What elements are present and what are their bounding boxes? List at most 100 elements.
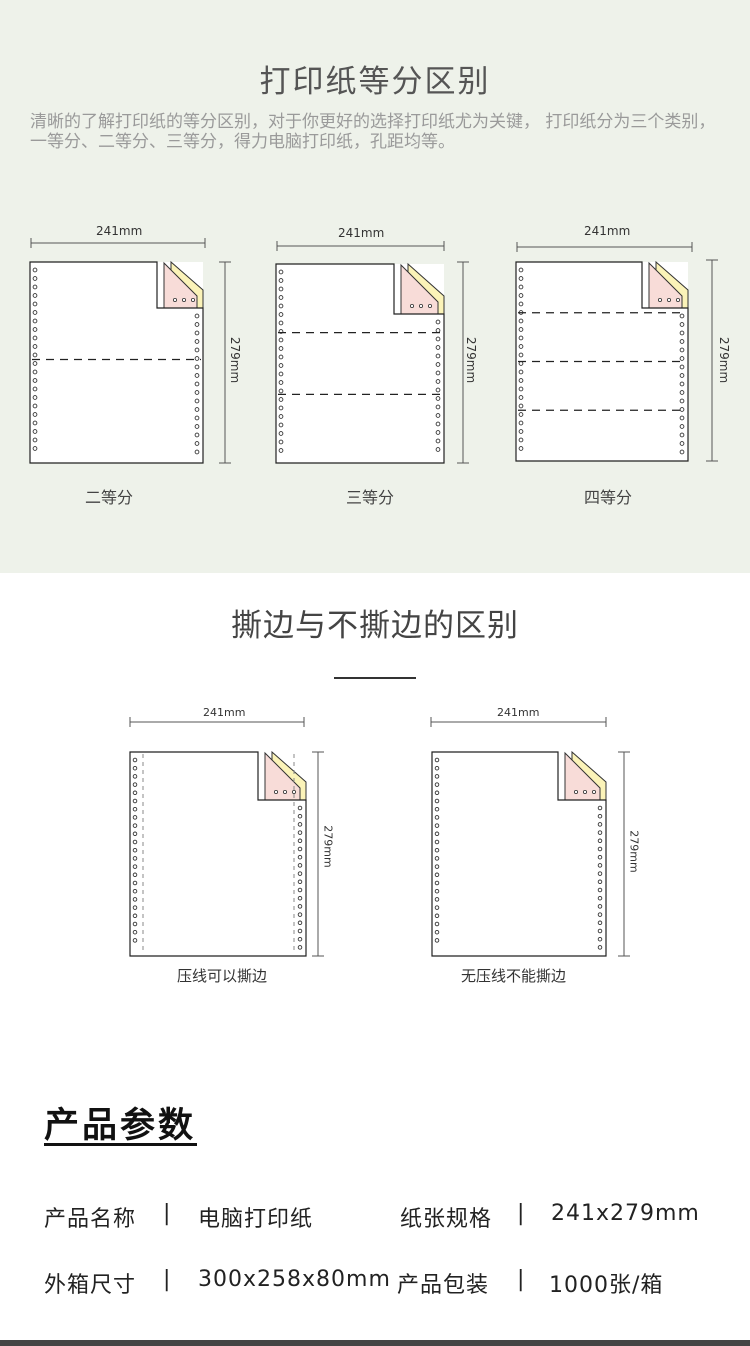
corner-hole [676,297,681,302]
sprocket-hole [297,805,303,811]
sprocket-hole [32,352,38,358]
height-label-4: 279mm [321,825,335,868]
sprocket-hole [32,335,38,341]
section-title-division: 打印纸等分区别 [259,64,491,100]
sprocket-hole [278,346,284,351]
section-title-tear-edge: 撕边与不撕边的区别 [231,608,519,644]
sprocket-hole [435,404,441,410]
sprocket-hole [518,335,524,341]
sprocket-hole [597,912,603,917]
sprocket-hole [194,322,200,327]
width-label-4: 241mm [203,706,246,719]
corner-hole [583,790,588,795]
params-title: 产品参数 [44,1106,197,1146]
sprocket-hole [518,293,524,298]
sprocket-hole [32,446,38,451]
sprocket-hole [297,822,303,827]
param-label-pack: 产品包装 [397,1273,490,1298]
sprocket-hole [435,353,441,359]
sprocket-hole [194,441,200,446]
sprocket-hole [194,364,200,370]
sprocket-hole [297,887,303,893]
corner-hole [418,303,423,308]
sprocket-hole [132,782,138,787]
sprocket-hole [434,888,440,894]
corner-hole [667,297,672,302]
param-sep: | [517,1201,526,1226]
sprocket-hole [518,361,524,366]
sprocket-hole [132,897,138,902]
sprocket-hole [32,267,38,273]
sprocket-hole [132,839,138,845]
sprocket-hole [194,415,200,421]
sprocket-hole [278,380,284,385]
sprocket-hole [679,432,685,438]
sprocket-hole [297,854,303,860]
sprocket-hole [434,806,440,812]
sprocket-hole [132,823,138,828]
sprocket-hole [278,363,284,368]
sprocket-hole [297,945,303,950]
sprocket-hole [278,439,284,445]
sprocket-hole [434,913,440,919]
sprocket-hole [597,846,603,852]
height-label-1: 279mm [228,336,243,384]
sprocket-hole [434,757,440,763]
bottom-bar [0,1340,750,1346]
corner-hole [574,790,579,795]
sprocket-hole [679,330,685,336]
sprocket-hole [32,276,38,281]
sprocket-hole [679,424,685,429]
sprocket-hole [434,823,440,828]
sprocket-hole [518,267,524,273]
sprocket-hole [679,398,685,404]
sprocket-hole [278,388,284,394]
sprocket-hole [518,284,524,290]
sprocket-hole [597,928,603,934]
sprocket-hole [297,879,303,885]
sprocket-hole [278,278,284,283]
sprocket-hole [194,313,200,319]
sprocket-hole [518,276,524,281]
sprocket-hole [597,920,603,926]
sprocket-hole [194,449,200,455]
sprocket-hole [434,880,440,886]
sprocket-hole [434,782,440,787]
corner-hole [172,297,177,302]
sprocket-hole [434,774,440,779]
sprocket-hole [297,846,303,852]
sprocket-hole [435,362,441,367]
param-value-name: 电脑打印纸 [198,1207,314,1232]
sprocket-hole [679,381,685,387]
param-label-spec: 纸张规格 [400,1207,493,1232]
sprocket-hole [132,929,138,935]
sprocket-hole [278,405,284,411]
sprocket-hole [297,928,303,934]
sprocket-hole [518,378,524,383]
sprocket-hole [132,938,138,943]
sprocket-hole [679,322,685,327]
width-label-5: 241mm [497,706,540,719]
caption-tearable: 压线可以撕边 [177,967,268,985]
sprocket-hole [597,863,603,868]
param-value-pack: 1000张/箱 [549,1273,664,1298]
sprocket-hole [278,371,284,377]
corner-hole [273,790,278,795]
sprocket-hole [434,872,440,878]
title-underline [334,677,416,679]
caption-not-tearable: 无压线不能撕边 [461,967,567,985]
sprocket-hole [518,446,524,451]
sprocket-hole [435,328,441,333]
sprocket-hole [679,356,685,361]
sprocket-hole [518,420,524,426]
sprocket-hole [297,912,303,917]
height-label-3: 279mm [717,336,732,384]
sprocket-hole [679,347,685,353]
sprocket-hole [597,830,603,835]
sprocket-hole [194,407,200,412]
sprocket-hole [278,320,284,326]
sprocket-hole [297,863,303,868]
paper-sheet [29,261,204,464]
sprocket-hole [194,381,200,387]
sprocket-hole [518,412,524,417]
